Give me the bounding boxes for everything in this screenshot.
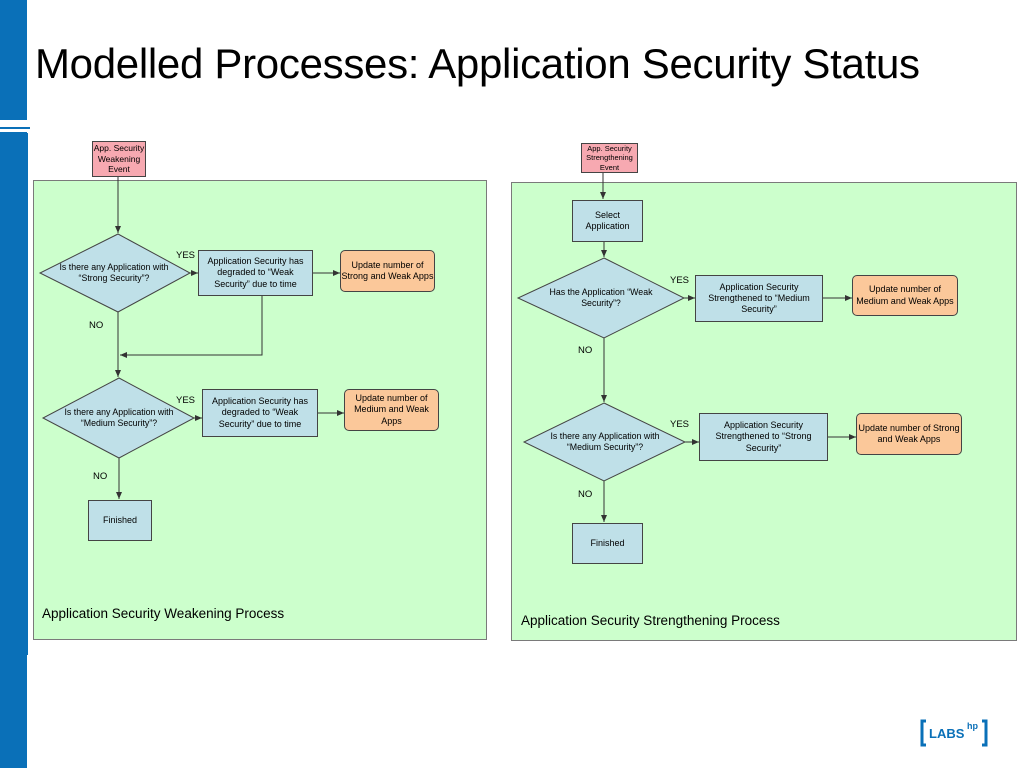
s-yes1-label: YES	[670, 275, 690, 286]
logo-hp-text: hp	[967, 721, 978, 731]
w-update1-box: Update number of Strong and Weak Apps	[340, 250, 435, 292]
w-no1-label: NO	[89, 320, 104, 331]
s-decision2-diamond	[522, 402, 687, 482]
s-no1-label: NO	[578, 345, 593, 356]
s-decision1-text: Has the Application “Weak Security”?	[549, 286, 653, 308]
s-action2-box: Application Security Strengthened to “St…	[699, 413, 828, 461]
s-action1-box: Application Security Strengthened to “Me…	[695, 275, 823, 322]
w-event-box: App. Security Weakening Event	[92, 141, 146, 177]
w-action2-box: Application Security has degraded to “We…	[202, 389, 318, 437]
w-yes2-label: YES	[176, 395, 196, 406]
s-update2-box: Update number of Strong and Weak Apps	[856, 413, 962, 455]
weakening-panel-label: Application Security Weakening Process	[42, 606, 285, 621]
s-no2-label: NO	[578, 489, 593, 500]
s-decision2-text: Is there any Application with “Medium Se…	[550, 430, 660, 452]
accent-divider	[0, 127, 30, 129]
s-finished-box: Finished	[572, 523, 643, 564]
accent-gap	[0, 120, 27, 132]
s-event-box: App. Security Strengthening Event	[581, 143, 638, 173]
accent-thin-bar	[22, 133, 28, 655]
hp-labs-logo: LABS hp	[920, 719, 988, 747]
connector-w-action1-merge	[120, 296, 263, 358]
w-update2-box: Update number of Medium and Weak Apps	[344, 389, 439, 431]
s-yes2-label: YES	[670, 419, 690, 430]
s-decision1-diamond	[516, 257, 686, 339]
slide-title: Modelled Processes: Application Security…	[35, 40, 920, 87]
w-decision2-text: Is there any Application with “Medium Se…	[64, 406, 174, 428]
w-decision2-diamond	[41, 377, 196, 459]
w-no2-label: NO	[93, 471, 108, 482]
w-action1-box: Application Security has degraded to “We…	[198, 250, 313, 296]
w-decision1-diamond	[38, 233, 192, 313]
w-decision1-text: Is there any Application with “Strong Se…	[59, 261, 169, 283]
w-finished-box: Finished	[88, 500, 152, 541]
s-select-box: Select Application	[572, 200, 643, 242]
logo-labs-text: LABS	[929, 726, 965, 741]
w-yes1-label: YES	[176, 250, 196, 261]
strengthening-panel-label: Application Security Strengthening Proce…	[521, 613, 780, 628]
s-update1-box: Update number of Medium and Weak Apps	[852, 275, 958, 316]
